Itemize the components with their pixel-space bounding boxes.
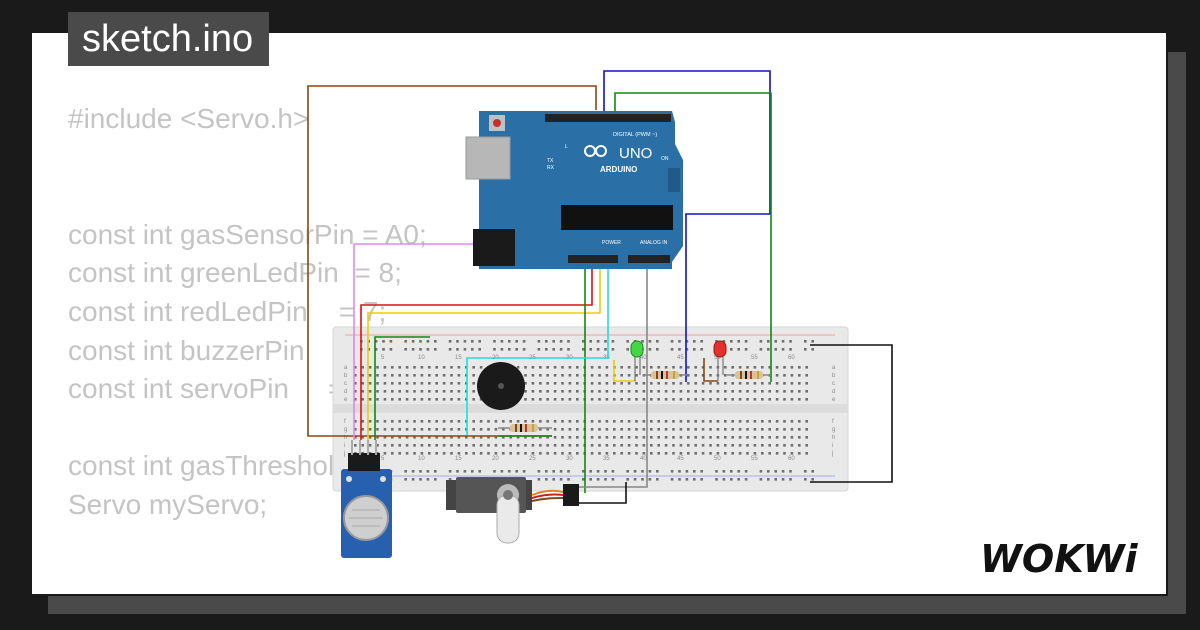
- breadboard-row-letter: c: [832, 381, 835, 387]
- wire-yellow: [367, 248, 601, 440]
- code-line: #include <Servo.h>: [68, 103, 310, 134]
- breadboard-column-number: 5: [381, 355, 385, 361]
- led-on-label: ON: [661, 156, 669, 162]
- breadboard-row-letter: e: [832, 397, 836, 403]
- breadboard: 5510101515202025253030353540404545505055…: [332, 326, 849, 492]
- wire-cyan: [466, 248, 609, 435]
- sketch-tab[interactable]: sketch.ino: [68, 12, 270, 66]
- breadboard-row-letter: h: [832, 435, 835, 441]
- breadboard-row-letter: g: [832, 427, 835, 433]
- wire-brown: [307, 85, 597, 437]
- code-line: const int buzzerPin = 6;: [68, 334, 384, 366]
- infinity-logo-icon: [584, 145, 607, 157]
- wire-green-led: [614, 92, 772, 382]
- wire-green-mid: [374, 336, 430, 440]
- wire-black-right: [810, 344, 893, 483]
- led-tx-label: TX: [547, 158, 554, 164]
- led-l-label: L: [565, 144, 568, 150]
- breadboard-column-number: 20: [492, 456, 499, 462]
- breadboard-row-letter: a: [832, 365, 836, 371]
- breadboard-column-number: 60: [788, 355, 795, 361]
- breadboard-column-number: 40: [640, 456, 647, 462]
- breadboard-column-number: 40: [640, 355, 647, 361]
- breadboard-row-letter: d: [832, 389, 835, 395]
- breadboard-row-letter: j: [831, 451, 833, 457]
- breadboard-row-letter: i: [832, 443, 833, 449]
- red-led[interactable]: [713, 340, 727, 381]
- arduino-brand: ARDUINO: [600, 165, 637, 174]
- breadboard-row-letter: i: [344, 443, 345, 449]
- breadboard-column-number: 50: [714, 456, 721, 462]
- breadboard-row-letter: f: [832, 419, 834, 425]
- breadboard-column-number: 60: [788, 456, 795, 462]
- breadboard-column-number: 55: [751, 355, 758, 361]
- power-header-label: POWER: [602, 240, 621, 246]
- breadboard-column-number: 15: [455, 456, 462, 462]
- breadboard-row-letter: j: [343, 451, 345, 457]
- breadboard-row-letter: e: [344, 397, 348, 403]
- breadboard-row-letter: d: [344, 389, 347, 395]
- breadboard-row-letter: f: [344, 419, 346, 425]
- wire-yellow-led: [613, 360, 636, 382]
- resistor-3[interactable]: [498, 424, 552, 432]
- resistor-1[interactable]: [643, 371, 687, 379]
- breadboard-row-letter: a: [344, 365, 348, 371]
- code-line: const int gasSensorPin = A0;: [68, 218, 427, 250]
- breadboard-column-number: 30: [566, 456, 573, 462]
- breadboard-column-number: 10: [418, 456, 425, 462]
- analog-header-label: ANALOG IN: [640, 240, 668, 246]
- wokwi-logo: WOKWi: [980, 537, 1139, 581]
- breadboard-column-number: 5: [381, 456, 385, 462]
- breadboard-column-number: 25: [529, 456, 536, 462]
- breadboard-row-letter: h: [344, 435, 347, 441]
- buzzer[interactable]: [477, 362, 525, 410]
- resistor-2[interactable]: [727, 371, 771, 379]
- breadboard-row-letter: g: [344, 427, 347, 433]
- wire-brown-led: [703, 358, 718, 382]
- breadboard-column-number: 45: [677, 456, 684, 462]
- breadboard-row-letter: c: [344, 381, 347, 387]
- digital-header-label: DIGITAL (PWM ~): [613, 132, 657, 138]
- breadboard-column-number: 10: [418, 355, 425, 361]
- green-led[interactable]: [630, 340, 644, 381]
- breadboard-row-letter: b: [832, 373, 836, 379]
- arduino-model: UNO: [619, 145, 652, 162]
- breadboard-column-number: 35: [603, 456, 610, 462]
- breadboard-column-number: 45: [677, 355, 684, 361]
- led-rx-label: RX: [547, 165, 555, 171]
- wire-red: [360, 248, 593, 440]
- arduino-uno[interactable]: DIGITAL (PWM ~) ARDUINO UNO POWER ANALOG…: [465, 111, 683, 269]
- servo-motor[interactable]: [446, 477, 579, 544]
- code-line: const int greenLedPin = 8;: [68, 257, 402, 289]
- breadboard-row-letter: b: [344, 373, 348, 379]
- wire-blue-servo: [603, 70, 771, 382]
- code-line: const int redLedPin = 7;: [68, 295, 387, 327]
- code-line: Servo myServo;: [68, 488, 268, 520]
- breadboard-column-number: 15: [455, 355, 462, 361]
- wokwi-logo-text: WOKWi: [980, 537, 1139, 581]
- wire-black-servo: [578, 482, 627, 504]
- breadboard-column-number: 55: [751, 456, 758, 462]
- gas-sensor[interactable]: [341, 440, 392, 558]
